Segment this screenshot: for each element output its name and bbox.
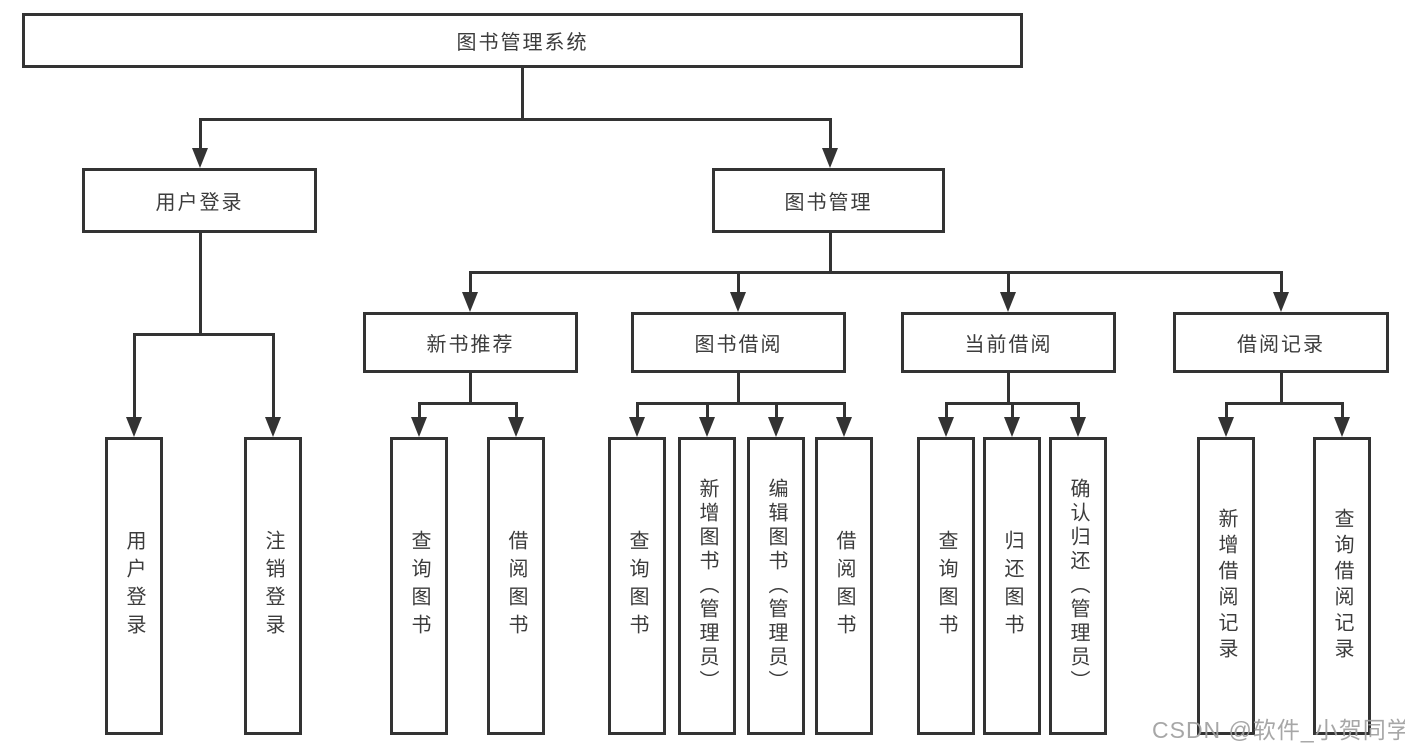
connector-drop-leaf bbox=[843, 402, 846, 417]
arrow-to-leaf bbox=[938, 417, 954, 437]
leaf-label: 确认归还（管理员） bbox=[1067, 478, 1089, 694]
node-new-book-recommend: 新书推荐 bbox=[363, 312, 578, 373]
connector-drop-new-book-recommend bbox=[469, 271, 472, 292]
csdn-watermark: CSDN @软件_小贺同学 bbox=[1152, 717, 1405, 743]
node-book-management: 图书管理 bbox=[712, 168, 945, 233]
arrow-to-leaf bbox=[629, 417, 645, 437]
arrow-to-new-book-recommend bbox=[462, 292, 478, 312]
leaf-records-query-record: 查询借阅记录 bbox=[1313, 437, 1371, 735]
node-label: 用户登录 bbox=[155, 192, 244, 214]
leaf-records-add-record: 新增借阅记录 bbox=[1197, 437, 1255, 735]
leaf-label: 查询图书 bbox=[935, 530, 957, 642]
connector-drop-leaf bbox=[1225, 402, 1228, 417]
connector-user-login-junction bbox=[133, 333, 274, 336]
connector-drop-logout-leaf bbox=[272, 333, 275, 417]
leaf-logout: 注销登录 bbox=[244, 437, 302, 735]
leaf-label: 借阅图书 bbox=[833, 530, 855, 642]
connector-drop-user-login bbox=[199, 118, 202, 149]
connector-drop-borrowing-records bbox=[1280, 271, 1283, 292]
arrow-to-book-management bbox=[822, 148, 838, 168]
node-label: 图书借阅 bbox=[694, 334, 783, 356]
connector-book-management-stem bbox=[829, 233, 832, 273]
leaf-label: 借阅图书 bbox=[505, 530, 527, 642]
arrow-to-leaf bbox=[836, 417, 852, 437]
connector-root-stem bbox=[521, 67, 524, 120]
connector-recommend-junction bbox=[418, 402, 517, 405]
connector-records-junction bbox=[1225, 402, 1343, 405]
arrow-to-current-borrowing bbox=[1000, 292, 1016, 312]
leaf-label: 新增图书（管理员） bbox=[696, 478, 718, 694]
connector-user-login-stem bbox=[199, 232, 202, 334]
connector-drop-book-borrowing bbox=[737, 271, 740, 292]
arrow-to-logout-leaf bbox=[265, 417, 281, 437]
connector-recommend-stem bbox=[469, 373, 472, 403]
connector-records-stem bbox=[1280, 373, 1283, 403]
connector-borrowing-junction bbox=[636, 402, 845, 405]
connector-drop-leaf bbox=[1011, 402, 1014, 417]
leaf-current-query-books: 查询图书 bbox=[917, 437, 975, 735]
node-user-login: 用户登录 bbox=[82, 168, 317, 233]
connector-drop-user-login-leaf bbox=[133, 333, 136, 417]
leaf-user-login: 用户登录 bbox=[105, 437, 163, 735]
arrow-to-borrowing-records bbox=[1273, 292, 1289, 312]
leaf-borrowing-query-books: 查询图书 bbox=[608, 437, 666, 735]
node-label: 新书推荐 bbox=[426, 334, 515, 356]
connector-current-stem bbox=[1007, 373, 1010, 403]
arrow-to-user-login-leaf bbox=[126, 417, 142, 437]
node-label: 当前借阅 bbox=[964, 334, 1053, 356]
connector-drop-leaf bbox=[706, 402, 709, 417]
arrow-to-leaf bbox=[699, 417, 715, 437]
connector-drop-book-management bbox=[829, 118, 832, 149]
connector-drop-leaf bbox=[775, 402, 778, 417]
connector-drop-leaf bbox=[1341, 402, 1344, 417]
arrow-to-leaf bbox=[768, 417, 784, 437]
leaf-label: 编辑图书（管理员） bbox=[765, 478, 787, 694]
leaf-label: 用户登录 bbox=[123, 530, 145, 642]
leaf-label: 注销登录 bbox=[262, 530, 284, 642]
connector-drop-leaf bbox=[636, 402, 639, 417]
arrow-to-book-borrowing bbox=[730, 292, 746, 312]
connector-drop-leaf bbox=[1077, 402, 1080, 417]
leaf-recommend-borrow-books: 借阅图书 bbox=[487, 437, 545, 735]
leaf-borrowing-edit-books: 编辑图书（管理员） bbox=[747, 437, 805, 735]
node-label: 借阅记录 bbox=[1237, 334, 1325, 356]
node-library-management-system: 图书管理系统 bbox=[22, 13, 1023, 68]
leaf-recommend-query-books: 查询图书 bbox=[390, 437, 448, 735]
arrow-to-leaf bbox=[411, 417, 427, 437]
leaf-label: 查询图书 bbox=[626, 530, 648, 642]
connector-drop-current-borrowing bbox=[1007, 271, 1010, 292]
connector-drop-leaf bbox=[418, 402, 421, 417]
connector-drop-leaf bbox=[945, 402, 948, 417]
node-book-borrowing: 图书借阅 bbox=[631, 312, 846, 373]
arrow-to-leaf bbox=[508, 417, 524, 437]
leaf-current-return-books: 归还图书 bbox=[983, 437, 1041, 735]
connector-level2-junction bbox=[199, 118, 831, 121]
node-label: 图书管理 bbox=[784, 192, 873, 214]
arrow-to-leaf bbox=[1070, 417, 1086, 437]
leaf-current-confirm-return: 确认归还（管理员） bbox=[1049, 437, 1107, 735]
leaf-borrowing-add-books: 新增图书（管理员） bbox=[678, 437, 736, 735]
connector-borrowing-stem bbox=[737, 373, 740, 403]
node-label: 图书管理系统 bbox=[456, 32, 589, 54]
arrow-to-leaf bbox=[1334, 417, 1350, 437]
node-borrowing-records: 借阅记录 bbox=[1173, 312, 1389, 373]
arrow-to-leaf bbox=[1218, 417, 1234, 437]
node-current-borrowing: 当前借阅 bbox=[901, 312, 1116, 373]
connector-drop-leaf bbox=[515, 402, 518, 417]
connector-level3-junction bbox=[469, 271, 1281, 274]
leaf-borrowing-borrow-books: 借阅图书 bbox=[815, 437, 873, 735]
leaf-label: 查询借阅记录 bbox=[1331, 508, 1353, 664]
arrow-to-user-login bbox=[192, 148, 208, 168]
leaf-label: 归还图书 bbox=[1001, 530, 1023, 642]
arrow-to-leaf bbox=[1004, 417, 1020, 437]
leaf-label: 查询图书 bbox=[408, 530, 430, 642]
leaf-label: 新增借阅记录 bbox=[1215, 508, 1237, 664]
